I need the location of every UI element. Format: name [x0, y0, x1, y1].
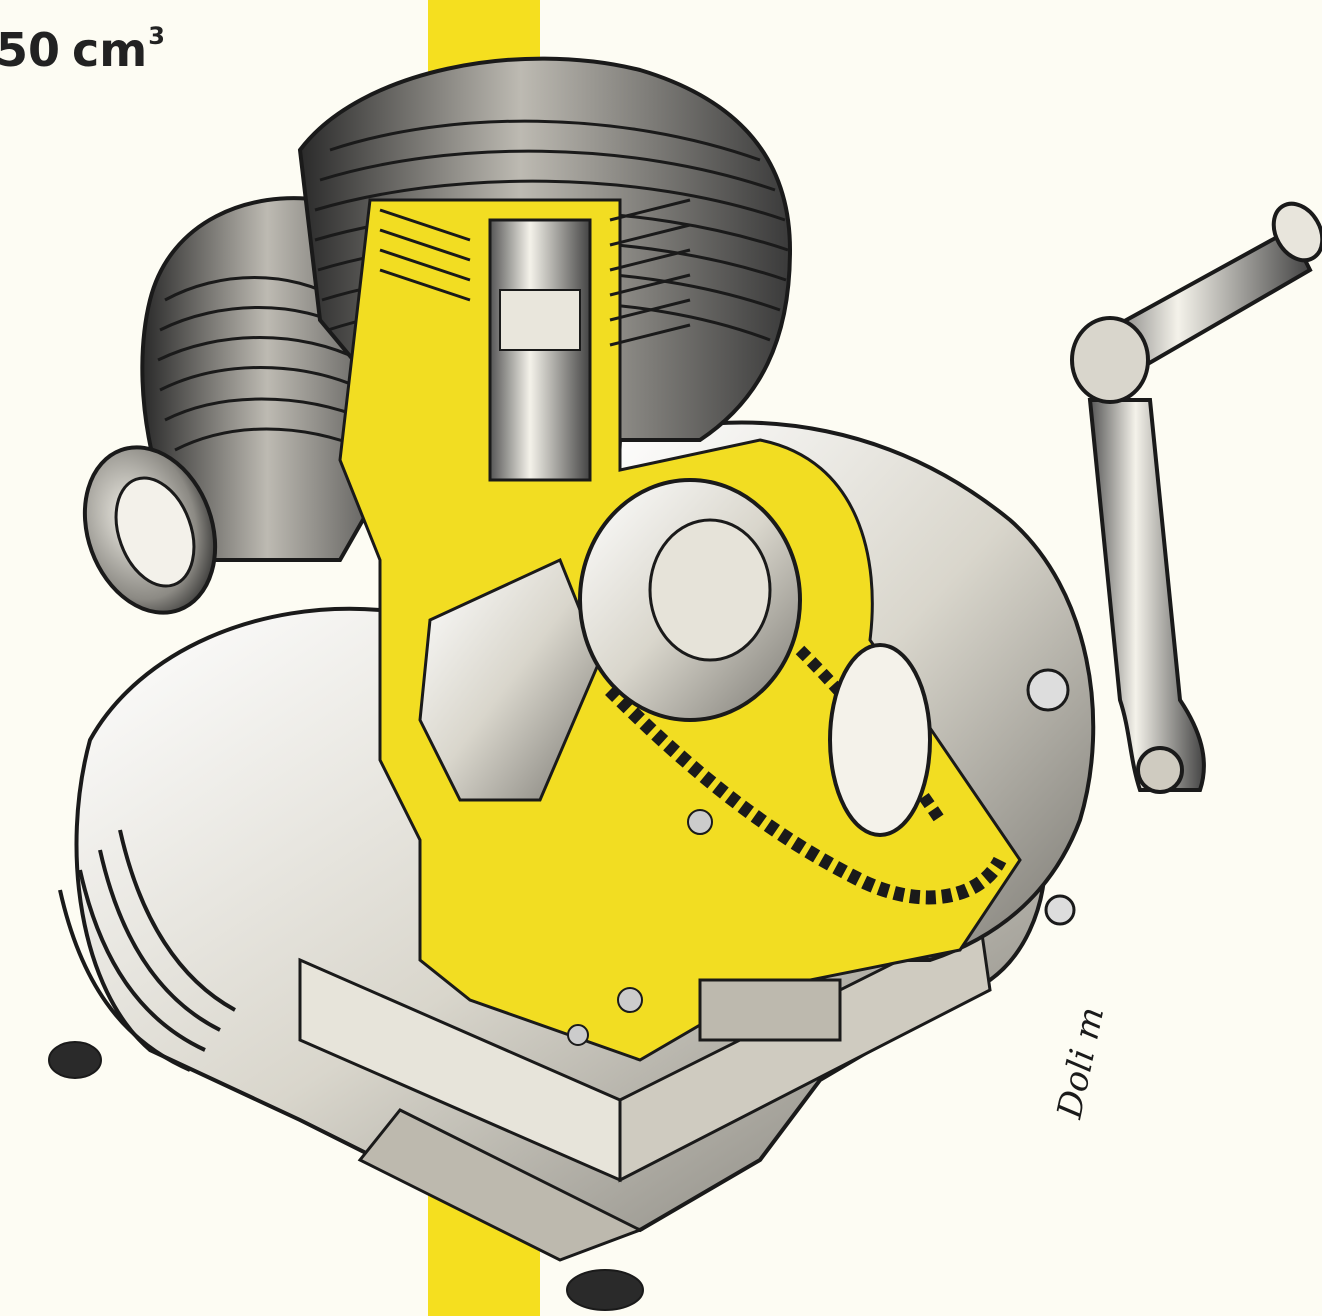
kick-start-lever [1070, 201, 1322, 794]
gearbox-sprocket [828, 643, 932, 837]
exhaust-port [82, 445, 218, 615]
drive-chain [605, 685, 1007, 905]
artist-signature: Doli m [1049, 1003, 1112, 1122]
displacement-number: 50 [0, 23, 61, 77]
gear-cluster [698, 978, 842, 1042]
displacement-exponent: 3 [148, 22, 165, 50]
displacement-unit: cm [72, 23, 148, 77]
mounting-bolts [48, 809, 713, 1311]
cutaway-section [338, 198, 1022, 1062]
flywheel-cover [58, 829, 236, 1072]
crankshaft [418, 557, 602, 802]
